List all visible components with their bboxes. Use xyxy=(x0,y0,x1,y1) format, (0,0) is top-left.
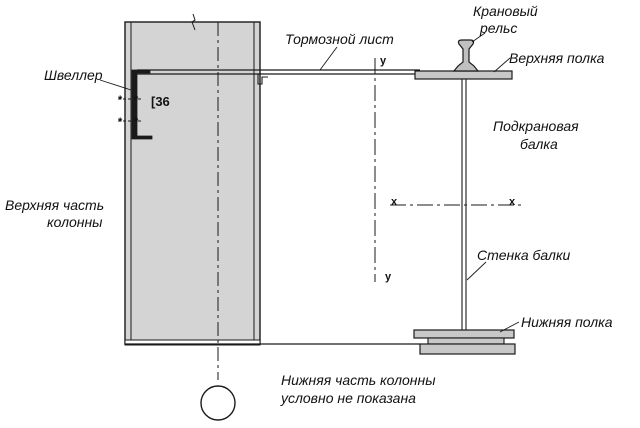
beam-top-flange xyxy=(414,70,513,80)
column-note-line2: условно не показана xyxy=(280,390,416,406)
channel-profile xyxy=(131,69,153,140)
channel-label: Швеллер xyxy=(44,67,103,83)
beam-web-label: Стенка балки xyxy=(477,247,571,263)
rail-label-line2: рельс xyxy=(479,20,517,36)
crane-beam-label-line2: балка xyxy=(520,136,558,152)
x-axis-right-label: х xyxy=(509,196,516,208)
beam-web xyxy=(461,78,467,335)
beam-bottom-flange xyxy=(413,329,515,339)
top-flange-leader xyxy=(493,57,511,73)
rail-leader xyxy=(471,32,486,43)
column-top-label-line2: колонны xyxy=(47,214,103,230)
crane-beam xyxy=(413,32,516,355)
column-cap-left xyxy=(124,339,261,346)
x-axis-left-label: х xyxy=(391,196,398,208)
beam-web-leader xyxy=(466,261,487,281)
column-note-line1: Нижняя часть колонны xyxy=(281,372,436,388)
beam-support-plate xyxy=(427,337,505,345)
brake-sheet-label: Тормозной лист xyxy=(285,31,394,47)
y-axis-bottom-label: у xyxy=(385,271,392,283)
crane-rail xyxy=(452,39,480,72)
channel-leader xyxy=(99,79,132,91)
break-mark xyxy=(191,13,196,31)
top-flange-label: Верхняя полка xyxy=(509,50,605,66)
bottom-flange-label: Нижняя полка xyxy=(521,314,613,330)
crane-beam-label-line1: Подкрановая xyxy=(493,118,579,134)
brake-sheet-leader xyxy=(319,46,338,71)
y-axis-top-label: у xyxy=(380,55,387,67)
bottom-flange-leader xyxy=(499,321,520,333)
channel-section: * * * * xyxy=(99,69,153,140)
bolt-mark: * xyxy=(118,116,123,128)
bolt-mark: * xyxy=(134,94,139,106)
rail-label-line1: Крановый xyxy=(473,3,538,19)
bolt-mark: * xyxy=(134,116,139,128)
column-upper xyxy=(124,13,261,346)
bolt-mark: * xyxy=(118,94,123,106)
channel-size-label: [36 xyxy=(151,94,170,109)
column-top-label-line1: Верхняя часть xyxy=(5,197,104,213)
column-axis-marker xyxy=(200,385,236,421)
brake-sheet xyxy=(137,69,420,85)
brake-sheet-stiffener xyxy=(257,74,268,85)
beam-base-plate xyxy=(419,343,516,355)
column-body xyxy=(124,21,261,345)
column-axis xyxy=(200,22,236,421)
